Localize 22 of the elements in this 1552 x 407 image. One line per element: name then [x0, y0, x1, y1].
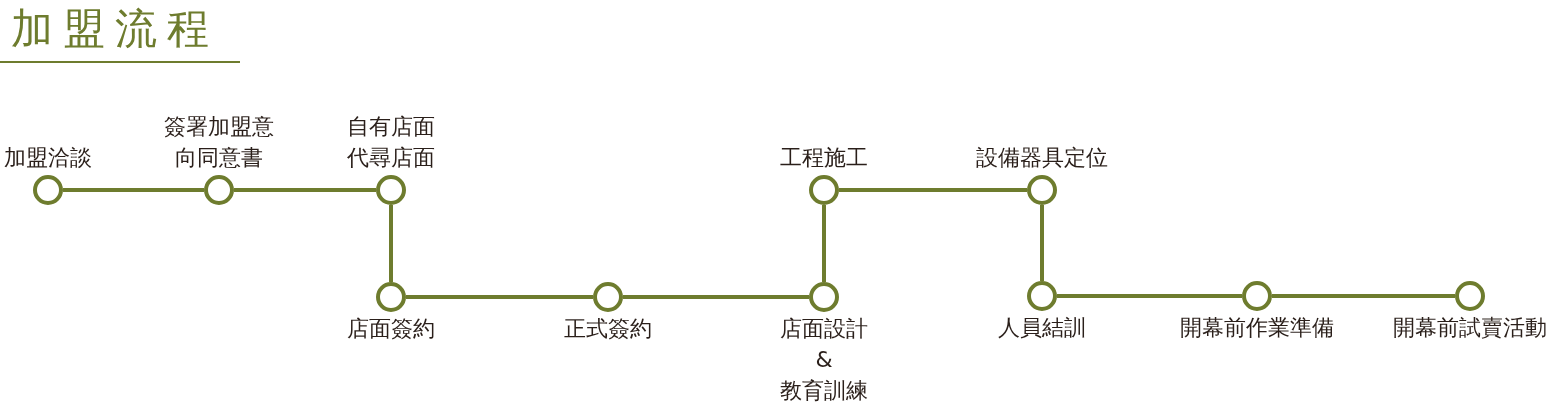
step-label: 人員結訓 [998, 314, 1086, 342]
step-label: 加盟洽談 [4, 144, 92, 172]
step-label: 店面簽約 [347, 315, 435, 343]
step-label: 自有店面代尋店面 [346, 113, 436, 172]
connector-line [1272, 294, 1455, 298]
connector-line [623, 295, 809, 299]
step-label: 設備器具定位 [976, 144, 1108, 172]
connector-line [1040, 205, 1044, 281]
connector-line [234, 188, 376, 192]
connector-line [63, 188, 204, 192]
connector-line [1057, 294, 1242, 298]
step-label: 正式簽約 [564, 315, 652, 343]
connector-line [839, 188, 1027, 192]
step-label: 店面設計 & 教育訓練 [779, 315, 869, 405]
step-label: 工程施工 [780, 144, 868, 172]
step-label: 開幕前試賣活動 [1393, 314, 1547, 342]
connector-line [389, 205, 393, 282]
title: 加盟流程 [11, 4, 219, 54]
connector-line [822, 205, 826, 282]
step-label: 開幕前作業準備 [1180, 314, 1334, 342]
connector-line [406, 295, 593, 299]
step-label: 簽署加盟意向同意書 [163, 113, 275, 172]
